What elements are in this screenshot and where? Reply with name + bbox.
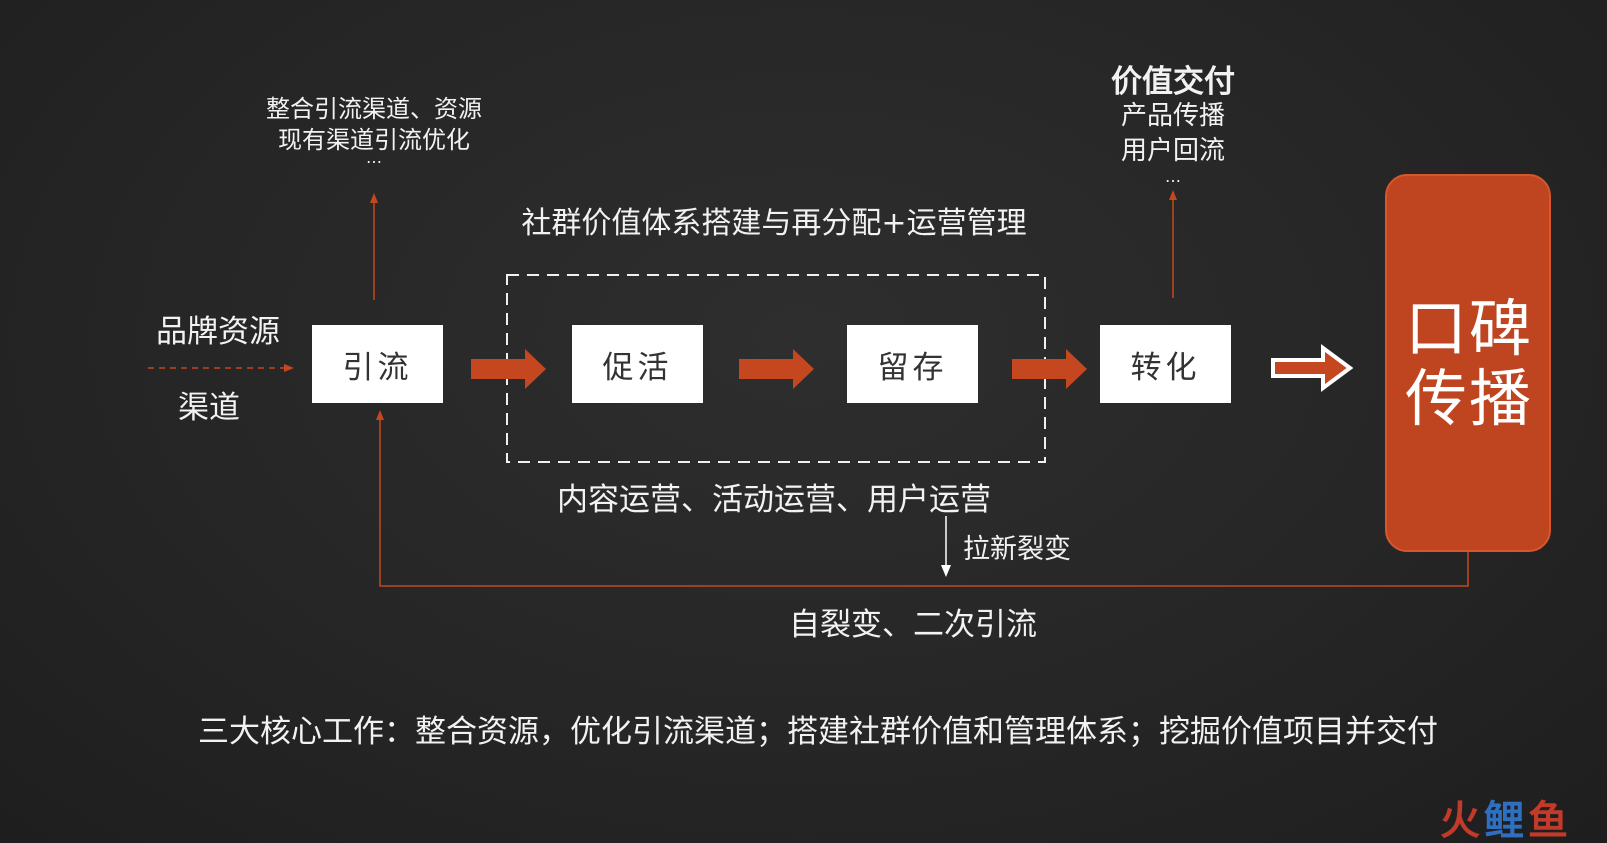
top-note-right-line1: 产品传播	[1120, 101, 1226, 131]
logo-char-1: 火	[1440, 798, 1480, 843]
community-title: 社群价值体系搭建与再分配+运营管理	[521, 206, 1027, 241]
arrow-convert-to-word-of-mouth	[1271, 344, 1354, 392]
feedback-label: 自裂变、二次引流	[789, 607, 1037, 643]
arrow-activate-to-retain	[739, 349, 814, 389]
stage-attract-box: 引流	[312, 325, 443, 403]
arrow-retain-to-convert	[1012, 349, 1087, 389]
top-note-left-line1: 整合引流渠道、资源	[266, 95, 482, 123]
top-note-left-line2: 现有渠道引流优化	[278, 126, 470, 154]
top-note-right-ellipsis: …	[1165, 167, 1181, 186]
word-of-mouth-box	[1385, 174, 1551, 552]
top-note-right-heading: 价值交付	[1111, 64, 1235, 100]
logo-char-2: 鲤	[1484, 798, 1524, 843]
top-note-left-ellipsis: …	[366, 148, 382, 167]
new-users-label: 拉新裂变	[963, 534, 1071, 565]
stage-retain-label: 留存	[877, 349, 948, 386]
stage-retain-box: 留存	[847, 325, 978, 403]
brand-resource-label: 品牌资源	[156, 314, 280, 350]
stage-convert-box: 转化	[1100, 325, 1231, 403]
stage-attract-label: 引流	[342, 349, 413, 386]
word-of-mouth-line2: 传播	[1404, 362, 1533, 435]
stage-convert-label: 转化	[1130, 349, 1201, 386]
operations-label: 内容运营、活动运营、用户运营	[557, 482, 991, 518]
top-note-right-line2: 用户回流	[1120, 136, 1226, 166]
summary-text: 三大核心工作：整合资源，优化引流渠道；搭建社群价值和管理体系；挖掘价值项目并交付	[198, 714, 1438, 750]
arrow-attract-to-activate	[471, 349, 546, 389]
stage-activate-box: 促活	[572, 325, 703, 403]
feedback-loop-line	[376, 410, 1469, 587]
channel-label: 渠道	[178, 390, 240, 426]
stage-activate-label: 促活	[602, 349, 673, 386]
word-of-mouth-line1: 口碑	[1404, 292, 1533, 365]
logo-char-3: 鱼	[1528, 798, 1568, 843]
